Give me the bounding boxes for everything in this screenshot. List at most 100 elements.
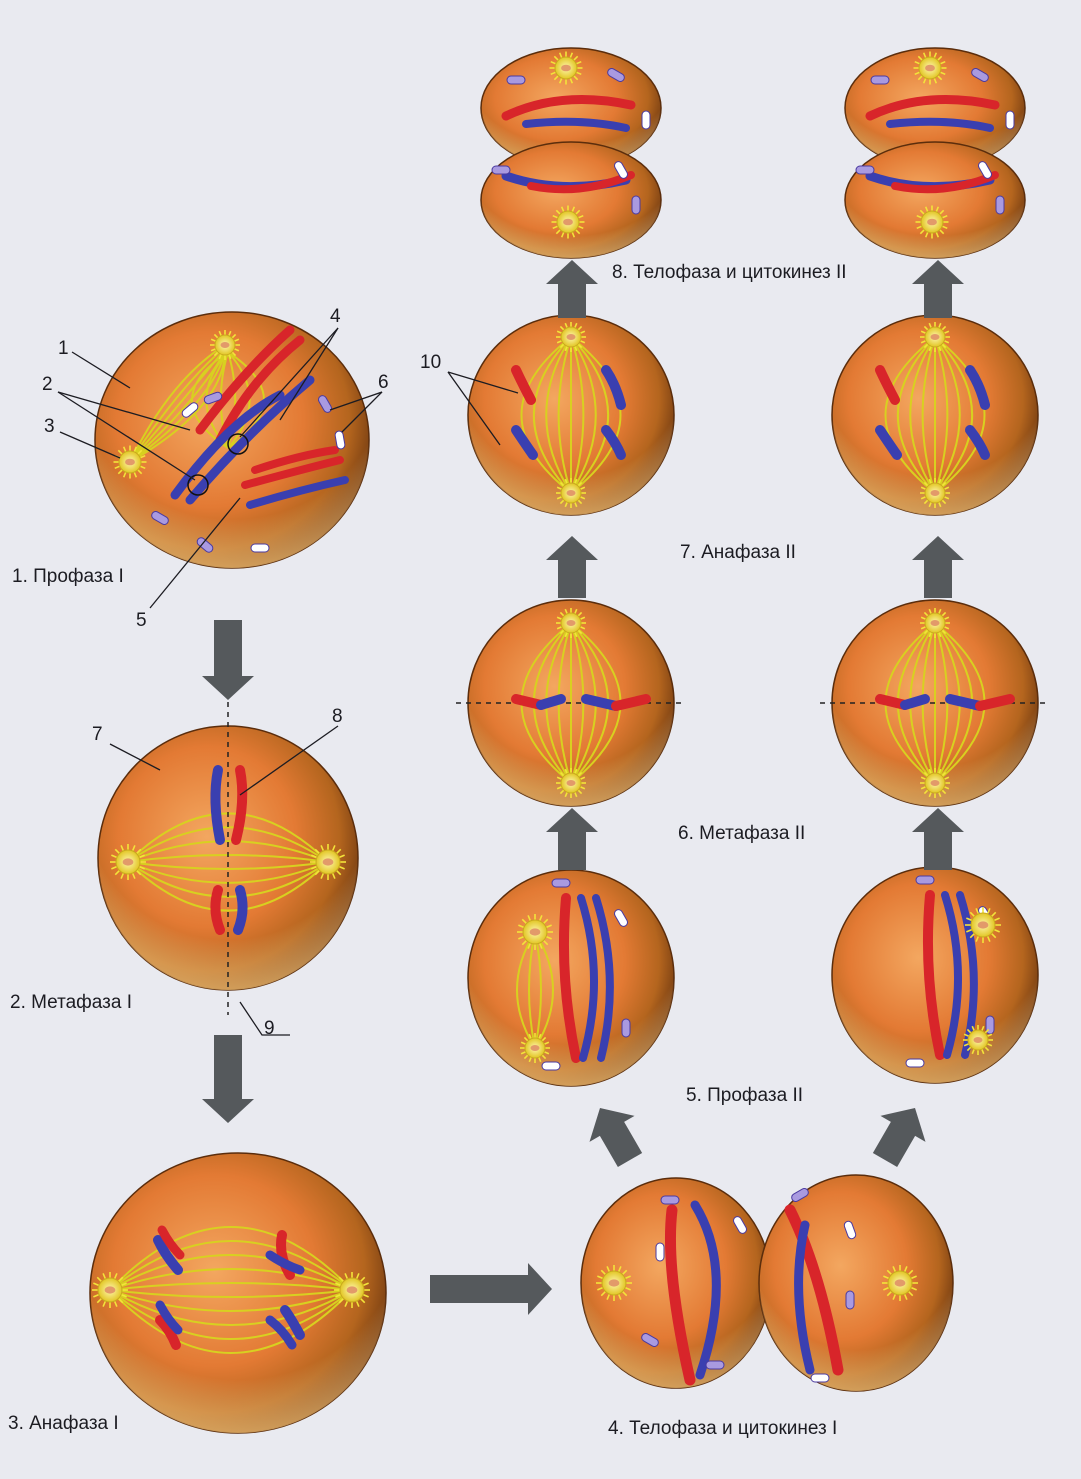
centrosome bbox=[114, 446, 147, 479]
cell-metaphase-2-right bbox=[820, 600, 1050, 806]
nuclear-envelope-fragment bbox=[906, 1059, 924, 1067]
centrosome bbox=[882, 1265, 918, 1301]
centrosome bbox=[920, 478, 950, 508]
centriole bbox=[567, 620, 576, 626]
centrosome bbox=[550, 52, 583, 85]
nuclear-envelope-fragment bbox=[632, 196, 640, 214]
arrow-shape bbox=[430, 1263, 552, 1315]
cell-anaphase-2-right bbox=[832, 315, 1038, 515]
centriole bbox=[609, 1279, 620, 1286]
callout-2: 2 bbox=[42, 374, 53, 396]
cell-anaphase-2-left bbox=[468, 315, 674, 515]
arrow-shape bbox=[912, 536, 964, 598]
centriole bbox=[221, 342, 230, 348]
chromosome bbox=[905, 699, 925, 705]
centriole bbox=[567, 490, 576, 496]
centriole bbox=[531, 1045, 540, 1051]
phase-arrow bbox=[546, 808, 598, 870]
phase-arrow bbox=[912, 260, 964, 318]
arrow-shape bbox=[546, 808, 598, 870]
cell-telophase-2-right bbox=[845, 48, 1025, 258]
callout-3: 3 bbox=[44, 416, 55, 438]
centrosome bbox=[914, 52, 947, 85]
centriole bbox=[567, 334, 576, 340]
arrow-shape bbox=[912, 260, 964, 318]
arrow-shape bbox=[546, 260, 598, 318]
nuclear-envelope-fragment bbox=[871, 76, 889, 84]
centrosome bbox=[556, 322, 586, 352]
centrosome bbox=[520, 1033, 550, 1063]
centriole bbox=[563, 219, 573, 226]
centrosome bbox=[517, 914, 553, 950]
nuclear-envelope-fragment bbox=[656, 1243, 664, 1261]
cell-telophase-1 bbox=[581, 1175, 953, 1391]
centriole bbox=[931, 780, 940, 786]
nuclear-envelope-fragment bbox=[856, 166, 874, 174]
centrosome bbox=[92, 1272, 128, 1308]
nuclear-envelope-fragment bbox=[622, 1019, 630, 1037]
phase-arrow bbox=[546, 536, 598, 598]
nuclear-envelope-fragment bbox=[916, 876, 934, 884]
centriole bbox=[927, 219, 937, 226]
nuclear-envelope-fragment bbox=[492, 166, 510, 174]
cell-metaphase-1 bbox=[98, 702, 358, 1015]
nuclear-envelope-fragment bbox=[507, 76, 525, 84]
centrosome bbox=[210, 330, 240, 360]
arrow-shape bbox=[912, 808, 964, 870]
centriole bbox=[567, 780, 576, 786]
callout-1: 1 bbox=[58, 338, 69, 360]
callout-5: 5 bbox=[136, 610, 147, 632]
callout-10: 10 bbox=[420, 352, 441, 374]
nuclear-envelope-fragment bbox=[661, 1196, 679, 1204]
centriole bbox=[931, 334, 940, 340]
arrow-shape bbox=[577, 1095, 652, 1173]
stage-label-anaphase-1: 3. Анафаза I bbox=[8, 1413, 119, 1435]
chromosome bbox=[541, 699, 561, 705]
phase-arrow bbox=[430, 1263, 552, 1315]
callout-4: 4 bbox=[330, 306, 341, 328]
centrosome bbox=[310, 844, 346, 880]
cell-prophase-1 bbox=[95, 312, 369, 568]
phase-arrow bbox=[862, 1095, 937, 1173]
chromosome bbox=[236, 770, 242, 840]
nuclear-envelope-fragment bbox=[846, 1291, 854, 1309]
centriole bbox=[925, 65, 935, 72]
centriole bbox=[347, 1286, 358, 1293]
callout-8: 8 bbox=[332, 706, 343, 728]
nuclear-envelope-fragment bbox=[706, 1361, 724, 1369]
centriole bbox=[931, 620, 940, 626]
nuclear-envelope-fragment bbox=[642, 111, 650, 129]
chromosome bbox=[238, 890, 243, 930]
nuclear-envelope-fragment bbox=[1006, 111, 1014, 129]
cell-prophase-2-right bbox=[832, 867, 1038, 1083]
arrow-shape bbox=[862, 1095, 937, 1173]
phase-arrow bbox=[546, 260, 598, 318]
centrosome bbox=[916, 206, 949, 239]
centrosome bbox=[552, 206, 585, 239]
centriole bbox=[978, 921, 989, 928]
centriole bbox=[974, 1037, 983, 1043]
centrosome bbox=[556, 608, 586, 638]
centrosome bbox=[963, 1025, 993, 1055]
callout-9: 9 bbox=[264, 1018, 275, 1040]
centrosome bbox=[920, 322, 950, 352]
cell-prophase-2-left bbox=[468, 870, 674, 1086]
centrosome bbox=[556, 478, 586, 508]
arrow-shape bbox=[202, 620, 254, 700]
stage-label-telophase-2: 8. Телофаза и цитокинез II bbox=[612, 262, 847, 284]
arrow-shape bbox=[202, 1035, 254, 1123]
stage-label-telophase-1: 4. Телофаза и цитокинез I bbox=[608, 1418, 837, 1440]
phase-arrow bbox=[912, 536, 964, 598]
chromosome bbox=[616, 699, 646, 706]
centrosome bbox=[334, 1272, 370, 1308]
cell-telophase-2-left bbox=[481, 48, 661, 258]
centrosome bbox=[920, 768, 950, 798]
cell-anaphase-1 bbox=[90, 1153, 386, 1433]
centriole bbox=[105, 1286, 116, 1293]
cell-metaphase-2-left bbox=[456, 600, 686, 806]
callout-6: 6 bbox=[378, 372, 389, 394]
nuclear-envelope-fragment bbox=[811, 1374, 829, 1382]
nuclear-envelope-fragment bbox=[996, 196, 1004, 214]
